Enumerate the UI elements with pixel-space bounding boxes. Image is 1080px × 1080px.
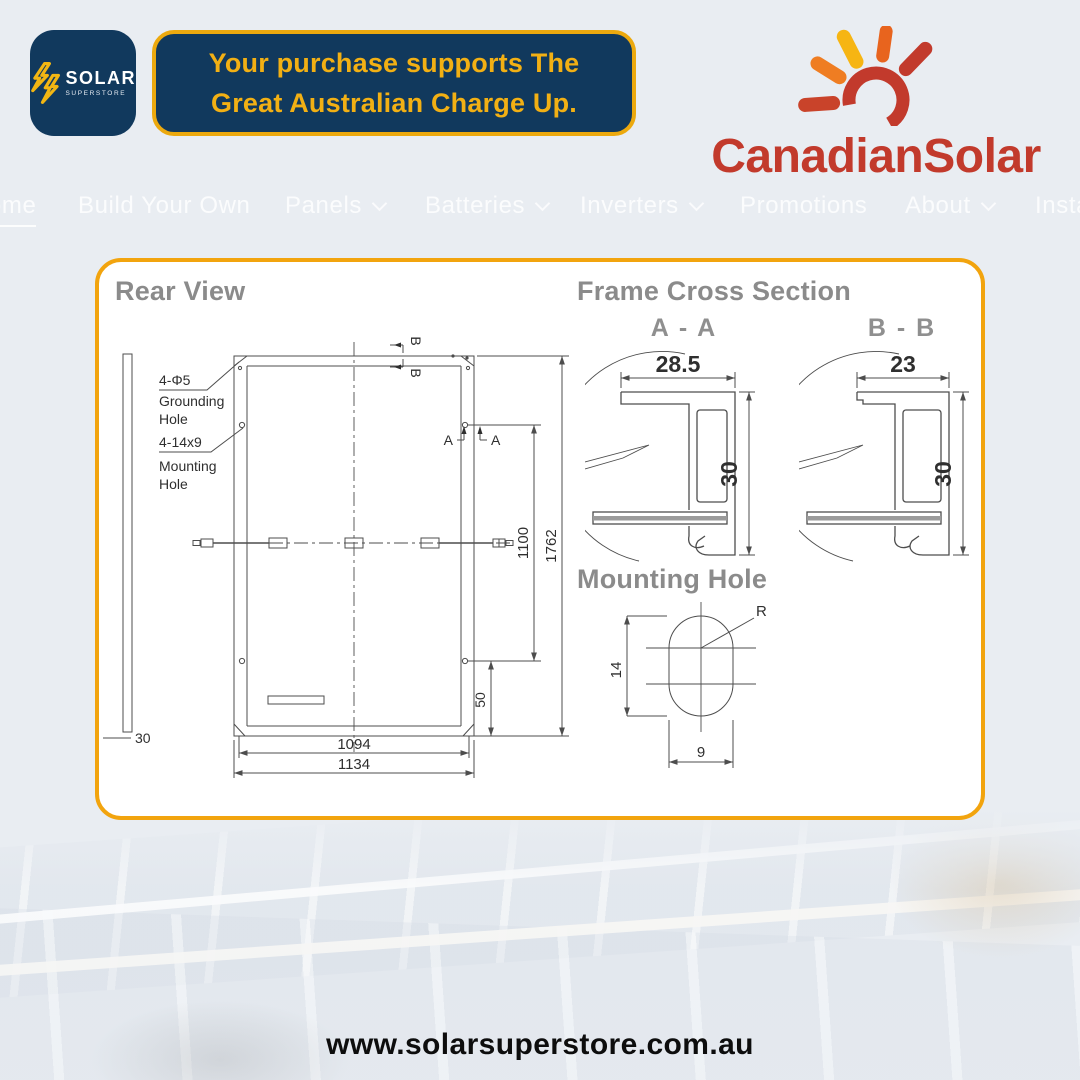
marker-b-top: B: [408, 336, 424, 345]
canadian-solar-wordmark: CanadianSolar: [711, 130, 1041, 183]
section-b-b-drawing: 23 30: [799, 351, 969, 562]
lightning-bolt-icon: [31, 62, 60, 104]
dim-side-thickness: 30: [135, 730, 151, 746]
marker-a-left: A: [444, 432, 454, 448]
mounting-hole-drawing: R 14 9: [608, 602, 767, 768]
dim-hole-width: 9: [697, 744, 705, 761]
background-photo-solar-panels: [0, 808, 1080, 1080]
section-a-a-drawing: 28.5 30: [585, 351, 755, 562]
dim-frame-height: 30: [716, 461, 742, 487]
chevron-down-icon: [688, 195, 705, 212]
frame-cross-section-title: Frame Cross Section: [577, 276, 851, 306]
dim-panel-height: 1762: [543, 529, 560, 562]
note-mounting-3: Hole: [159, 476, 188, 492]
section-a-a-label: A - A: [650, 314, 718, 342]
note-grounding-1: 4-Φ5: [159, 372, 191, 388]
logo-title: SOLAR: [65, 68, 136, 88]
note-grounding-2: Grounding: [159, 393, 224, 409]
nav-item-batteries[interactable]: Batteries: [425, 192, 551, 220]
main-nav: Home Build Your Own Panels Batteries Inv…: [0, 192, 1080, 228]
nav-item-home[interactable]: Home: [0, 192, 37, 227]
rear-view-title: Rear View: [115, 276, 246, 306]
nav-item-installers[interactable]: Installers: [1035, 192, 1080, 219]
dim-hole-height: 14: [608, 662, 625, 679]
nav-item-inverters[interactable]: Inverters: [580, 192, 705, 220]
nav-item-promotions[interactable]: Promotions: [740, 192, 868, 219]
dim-hole-spacing: 1100: [515, 527, 532, 559]
radius-label: R: [756, 603, 767, 620]
dim-width-outer: 1134: [338, 756, 370, 773]
dim-section-a-width: 28.5: [656, 351, 701, 377]
dim-section-b-width: 23: [890, 351, 916, 377]
nav-item-build-your-own[interactable]: Build Your Own: [78, 192, 251, 219]
banner-line-1: Your purchase supports The: [208, 47, 580, 78]
chevron-down-icon: [371, 195, 388, 212]
canadian-solar-logo: CanadianSolar: [698, 24, 1054, 181]
mounting-hole-title: Mounting Hole: [577, 564, 768, 594]
dim-hole-to-edge: 50: [472, 692, 488, 708]
note-mounting-1: 4-14x9: [159, 434, 202, 450]
promo-banner: Your purchase supports The Great Austral…: [152, 30, 636, 136]
dim-width-inner: 1094: [337, 736, 370, 753]
section-b-b-label: B - B: [867, 314, 937, 342]
photo-fade-overlay: [0, 808, 1080, 1080]
dim-frame-height: 30: [930, 461, 956, 487]
nav-item-about[interactable]: About: [905, 192, 996, 220]
note-mounting-2: Mounting: [159, 458, 217, 474]
rear-view-drawing: 30 4-Φ5 Grounding Hole 4-14x9 Mounting H…: [103, 336, 569, 778]
marker-b-bottom: B: [408, 368, 424, 377]
chevron-down-icon: [980, 195, 996, 212]
technical-diagram-card: Rear View Frame Cross Section Mounting H…: [95, 258, 985, 820]
solar-superstore-logo[interactable]: SOLAR SUPERSTORE: [30, 30, 136, 136]
website-url: www.solarsuperstore.com.au: [326, 1028, 754, 1061]
logo-wordmark: SOLAR SUPERSTORE: [66, 69, 137, 97]
marker-a-right: A: [491, 432, 501, 448]
logo-subtitle: SUPERSTORE: [65, 90, 127, 97]
chevron-down-icon: [534, 195, 551, 212]
nav-item-panels[interactable]: Panels: [285, 192, 388, 220]
note-grounding-3: Hole: [159, 411, 188, 427]
banner-line-2: Great Australian Charge Up.: [211, 88, 577, 118]
sun-rays-icon: [798, 24, 933, 130]
